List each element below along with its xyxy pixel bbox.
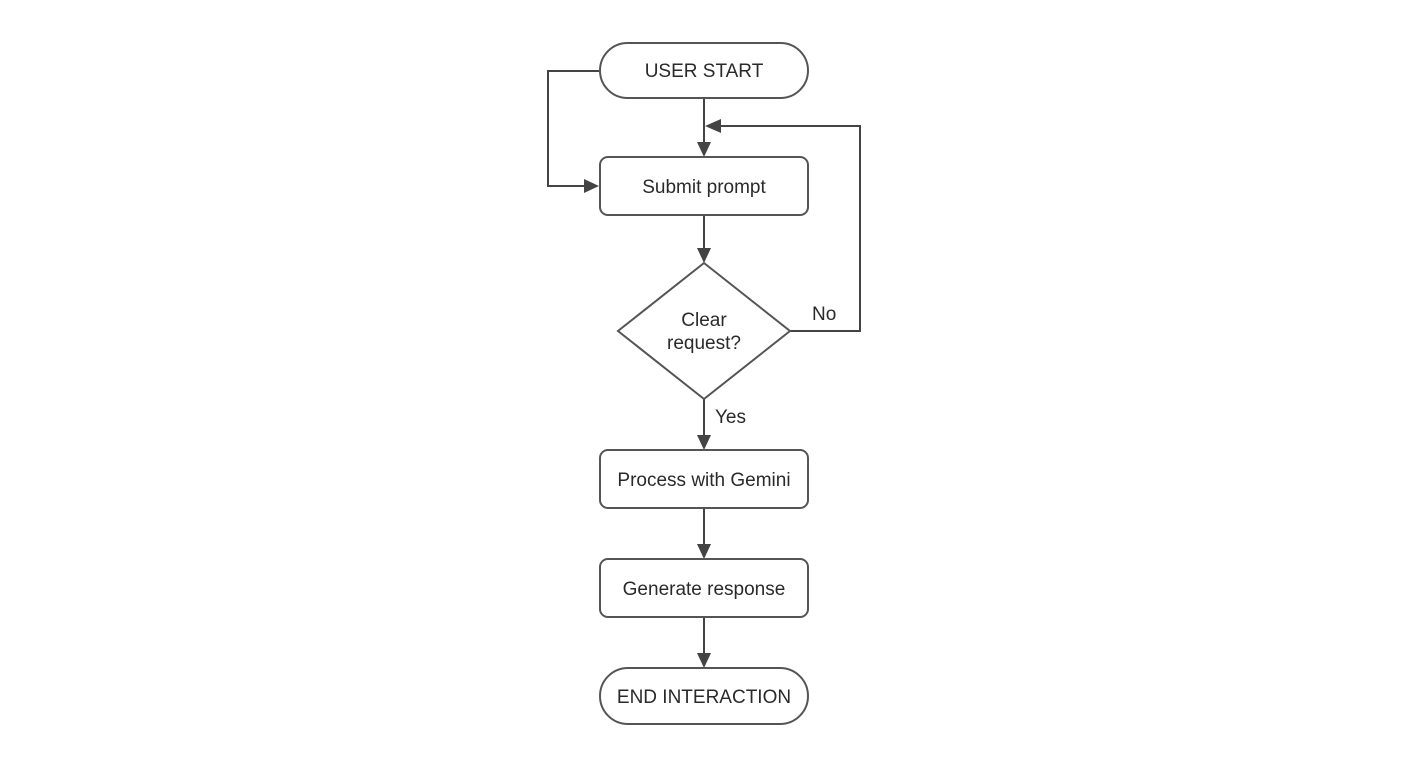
node-process-gemini: Process with Gemini	[599, 449, 809, 509]
process-shape	[599, 558, 809, 618]
node-label: Generate response	[623, 579, 786, 600]
node-submit-prompt: Submit prompt	[599, 156, 809, 216]
node-clear-request: Clear request?	[616, 261, 792, 401]
arrowhead-process-to-generate	[697, 544, 711, 559]
decision-shape	[616, 261, 792, 401]
arrowhead-start-to-submit	[697, 142, 711, 157]
arrowhead-decision-no	[705, 119, 721, 133]
arrowhead-submit-to-decision	[697, 248, 711, 263]
edge-label-no: No	[812, 304, 836, 325]
terminal-shape	[599, 42, 809, 99]
node-user-start: USER START	[599, 42, 809, 99]
node-label: USER START	[645, 61, 764, 82]
edge-decision-no	[720, 125, 861, 332]
node-label: Submit prompt	[642, 177, 766, 198]
node-label: Process with Gemini	[617, 470, 790, 491]
node-label-line2: request?	[667, 333, 741, 354]
process-shape	[599, 449, 809, 509]
arrowhead-generate-to-end	[697, 653, 711, 668]
node-label: END INTERACTION	[617, 687, 791, 708]
node-generate-response: Generate response	[599, 558, 809, 618]
node-label-line1: Clear	[681, 310, 727, 331]
arrowhead-decision-yes	[697, 435, 711, 450]
process-shape	[599, 156, 809, 216]
edge-label-yes: Yes	[715, 407, 746, 428]
terminal-shape	[599, 667, 809, 725]
arrowhead-start-loop	[584, 179, 599, 193]
node-end-interaction: END INTERACTION	[599, 667, 809, 725]
edge-start-loop-to-submit	[547, 70, 600, 187]
